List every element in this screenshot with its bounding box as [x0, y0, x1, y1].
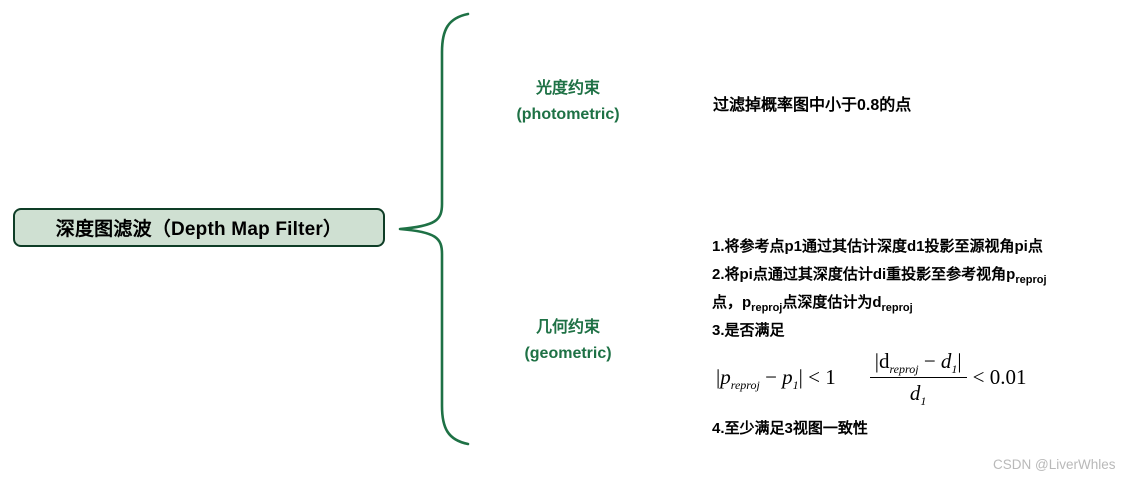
subscript-1: 1: [951, 362, 957, 376]
root-node: 深度图滤波（Depth Map Filter）: [13, 208, 385, 247]
less-than-001: < 0.01: [972, 364, 1027, 389]
abs-bar: |: [874, 348, 879, 373]
subscript-reproj: reproj: [731, 378, 760, 392]
geometric-content: 1.将参考点p1通过其估计深度d1投影至源视角pi点 2.将pi点通过其深度估计…: [712, 233, 1142, 443]
geo-step-1: 1.将参考点p1通过其估计深度d1投影至源视角pi点: [712, 238, 1043, 255]
math-expr-depth-condition: |dreproj − d1| d1 < 0.01: [869, 348, 1027, 408]
less-than-1: < 1: [802, 364, 836, 389]
subscript-1-text: 1: [920, 393, 927, 408]
fraction-numerator: |dreproj − d1|: [869, 348, 967, 378]
math-expr-pixel-condition: |preproj − p1| < 1: [716, 364, 836, 392]
photometric-label-cn: 光度约束: [535, 80, 600, 97]
minus-sign: −: [759, 364, 783, 389]
minus-sign: −: [918, 348, 941, 373]
abs-bar: |: [798, 364, 803, 389]
subscript-1-text: 1: [951, 361, 958, 376]
geo-step-2b-subscript-b: reproj: [881, 302, 913, 314]
fraction-denominator: d1: [909, 378, 927, 408]
geo-step-2-subscript: reproj: [1015, 274, 1047, 286]
subscript-1: 1: [920, 394, 926, 408]
subscript-1: 1: [793, 378, 799, 392]
var-p1: p: [782, 364, 793, 389]
geo-step-4: 4.至少满足3视图一致性: [712, 420, 868, 437]
branch-photometric-label: 光度约束 (photometric): [493, 76, 643, 128]
geo-step-2b-subscript-a: reproj: [751, 302, 783, 314]
geometric-label-en: (geometric): [524, 345, 612, 362]
fraction: |dreproj − d1| d1: [869, 348, 967, 408]
branch-geometric-label: 几何约束 (geometric): [493, 315, 643, 367]
subscript-reproj: reproj: [889, 362, 918, 376]
watermark: CSDN @LiverWhles: [993, 457, 1116, 472]
geo-step-2-continued: 点，preproj点深度估计为dreproj: [712, 289, 1142, 317]
brace-path: [398, 12, 470, 446]
var-d1: d: [909, 380, 921, 405]
var-d-reproj-base: d: [878, 348, 890, 373]
abs-bar: |: [957, 348, 962, 373]
geo-step-2: 2.将pi点通过其深度估计di重投影至参考视角preproj: [712, 261, 1142, 289]
photometric-content: 过滤掉概率图中小于0.8的点: [713, 97, 912, 114]
abs-bar: |: [716, 364, 721, 389]
geometric-label-cn: 几何约束: [535, 319, 600, 336]
subscript-1-text: 1: [792, 377, 799, 392]
subscript-reproj-text: reproj: [889, 361, 919, 376]
geo-math-conditions: |preproj − p1| < 1 |dreproj − d1| d1 < 0…: [712, 345, 1142, 409]
subscript-reproj-text: reproj: [730, 377, 760, 392]
brace-connector-icon: [398, 12, 470, 446]
var-d1: d: [940, 348, 952, 373]
geo-step-2b-text-b: 点深度估计为d: [782, 294, 882, 311]
var-p-reproj: p: [720, 364, 731, 389]
geo-step-2b-text-a: 点，p: [712, 294, 752, 311]
geo-step-3: 3.是否满足: [712, 322, 785, 339]
root-node-label: 深度图滤波（Depth Map Filter）: [55, 219, 343, 240]
photometric-label-en: (photometric): [516, 106, 620, 123]
geo-step-2-text: 2.将pi点通过其深度估计di重投影至参考视角p: [712, 266, 1016, 283]
